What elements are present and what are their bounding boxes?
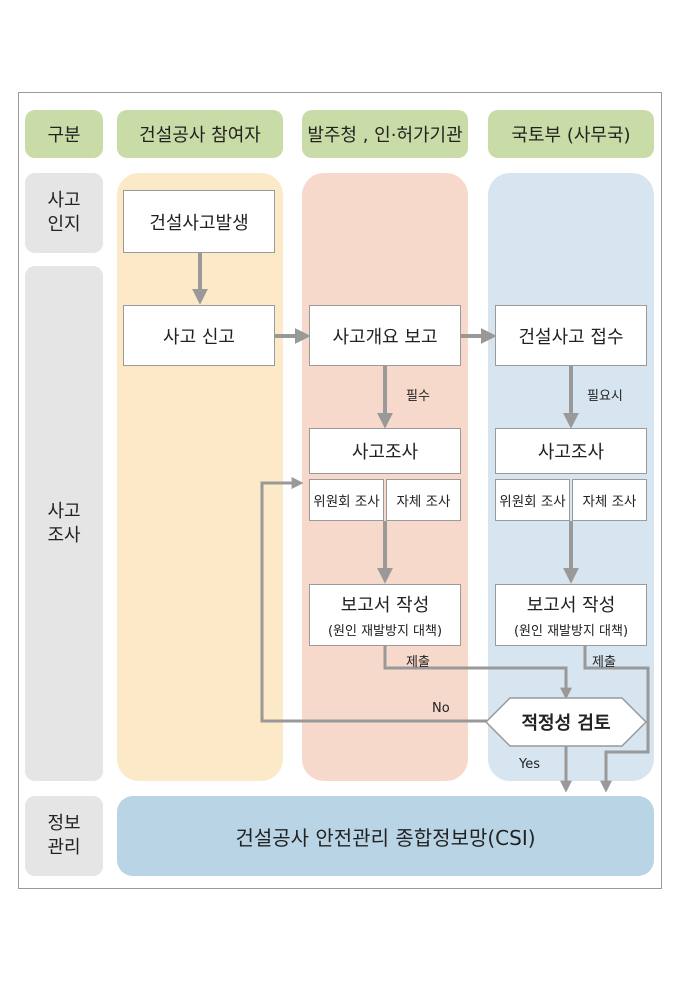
side-label-info: 정보 관리 bbox=[25, 796, 103, 876]
box-writeup-ministry-subtitle: (원인 재발방지 대책) bbox=[513, 624, 629, 639]
box-accident-receipt-label: 건설사고 접수 bbox=[518, 326, 624, 348]
header-participants: 건설공사 참여자 bbox=[117, 110, 283, 158]
arrow-review-no bbox=[260, 477, 489, 723]
csi-system: 건설공사 안전관리 종합정보망(CSI) bbox=[117, 796, 654, 876]
box-investigation-ministry: 사고조사 bbox=[495, 428, 647, 474]
label-if-needed: 필요시 bbox=[587, 389, 623, 404]
label-no: No bbox=[432, 701, 450, 716]
box-writeup-agencies-title: 보고서 작성 bbox=[340, 595, 430, 616]
box-accident-report-label: 사고 신고 bbox=[163, 326, 235, 348]
label-yes: Yes bbox=[519, 757, 540, 772]
box-accident-report: 사고 신고 bbox=[123, 305, 275, 366]
lane-ministry bbox=[488, 173, 654, 781]
box-self-investigation-agencies: 자체 조사 bbox=[386, 479, 461, 521]
header-category: 구분 bbox=[25, 110, 103, 158]
arrow-submit-a bbox=[383, 646, 572, 700]
box-writeup-agencies: 보고서 작성 (원인 재발방지 대책) bbox=[309, 584, 461, 646]
box-summary-report: 사고개요 보고 bbox=[309, 305, 461, 366]
box-writeup-agencies-subtitle: (원인 재발방지 대책) bbox=[327, 624, 443, 639]
box-accident-occurrence-label: 건설사고발생 bbox=[149, 212, 249, 234]
side-label-investigation: 사고 조사 bbox=[25, 266, 103, 781]
arrow-submit-b bbox=[583, 646, 650, 793]
box-committee-investigation-ministry: 위원회 조사 bbox=[495, 479, 570, 521]
box-investigation-agencies-label: 사고조사 bbox=[351, 442, 419, 463]
side-label-awareness: 사고 인지 bbox=[25, 173, 103, 253]
box-investigation-agencies: 사고조사 bbox=[309, 428, 461, 474]
label-required: 필수 bbox=[406, 389, 430, 404]
header-ministry: 국토부 (사무국) bbox=[488, 110, 654, 158]
review-diamond-shape bbox=[484, 697, 648, 747]
box-accident-receipt: 건설사고 접수 bbox=[495, 305, 647, 366]
header-agencies: 발주청 , 인·허가기관 bbox=[302, 110, 468, 158]
box-accident-occurrence: 건설사고발생 bbox=[123, 190, 275, 253]
label-submit-agencies: 제출 bbox=[406, 655, 430, 670]
box-self-investigation-ministry: 자체 조사 bbox=[572, 479, 647, 521]
review-decision: 적정성 검토 bbox=[521, 713, 611, 734]
label-submit-ministry: 제출 bbox=[592, 655, 616, 670]
box-committee-investigation-agencies: 위원회 조사 bbox=[309, 479, 384, 521]
box-writeup-ministry-title: 보고서 작성 bbox=[526, 595, 616, 616]
box-summary-report-label: 사고개요 보고 bbox=[332, 326, 438, 348]
lane-agencies bbox=[302, 173, 468, 781]
box-investigation-ministry-label: 사고조사 bbox=[537, 442, 605, 463]
box-writeup-ministry: 보고서 작성 (원인 재발방지 대책) bbox=[495, 584, 647, 646]
